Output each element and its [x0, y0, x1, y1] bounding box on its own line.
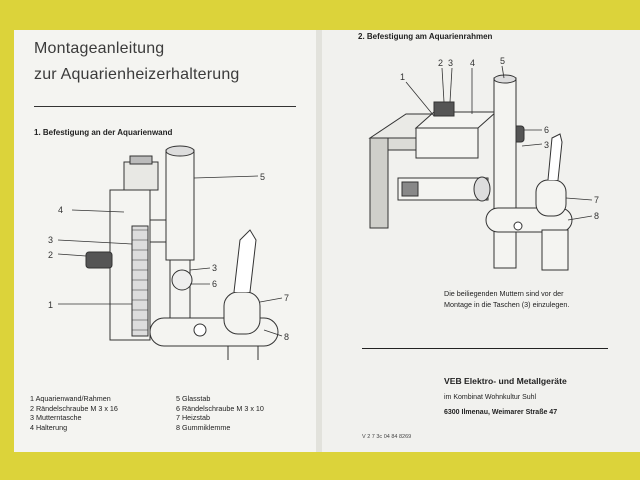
- callout-2: 2: [48, 250, 53, 260]
- company-line-2: im Kombinat Wohnkultur Suhl: [444, 394, 537, 401]
- wall-mount-diagram: 4 3 2 1 5 3 6 7 8: [48, 145, 289, 360]
- nut-pocket: [433, 101, 455, 117]
- legend-column-1: 1 Aquarienwand/Rahmen 2 Rändelschraube M…: [30, 394, 118, 432]
- company-address: 6300 Ilmenau, Weimarer Straße 47: [444, 409, 558, 416]
- legend-item: 1 Aquarienwand/Rahmen: [30, 394, 111, 403]
- callout-2: 2: [438, 58, 443, 68]
- legend-item: 6 Rändelschraube M 3 x 10: [176, 403, 264, 413]
- page-title-line-2: zur Aquarienheizerhalterung: [34, 66, 240, 83]
- legend-item: 5 Glasstab: [176, 394, 211, 403]
- callout-5: 5: [260, 172, 265, 182]
- section-heading-2: 2. Befestigung am Aquarienrahmen: [358, 32, 493, 41]
- heater: [223, 291, 261, 335]
- frame-mount-diagram: 1 2 3 4 5 6 3 7 8: [368, 56, 599, 271]
- footer-divider: [362, 348, 608, 349]
- page-title-line-1: Montageanleitung: [34, 40, 165, 57]
- small-screw: [171, 269, 193, 291]
- callout-3b: 3: [544, 140, 549, 150]
- glass-rod: [165, 149, 195, 261]
- right-page: 2. Befestigung am Aquarienrahmen: [322, 30, 640, 452]
- callout-3: 3: [448, 58, 453, 68]
- heater: [535, 179, 567, 217]
- legend-item: 4 Halterung: [30, 422, 68, 432]
- callout-5: 5: [500, 56, 505, 66]
- callout-1: 1: [48, 300, 53, 310]
- glass-rod: [493, 77, 517, 269]
- callout-4: 4: [470, 58, 475, 68]
- legend-item: 7 Heizstab: [176, 413, 210, 423]
- print-code: V 2 7 3c 04 84 8269: [362, 434, 412, 440]
- aquarium-wall: [131, 225, 149, 337]
- left-page: Montageanleitung zur Aquarienheizerhalte…: [14, 30, 316, 452]
- callout-4: 4: [58, 205, 63, 215]
- callout-1: 1: [400, 72, 405, 82]
- callout-7: 7: [594, 195, 599, 205]
- callout-3: 3: [48, 235, 53, 245]
- legend-column-2: 5 Glasstab 6 Rändelschraube M 3 x 10 7 H…: [176, 394, 264, 432]
- section-heading-1: 1. Befestigung an der Aquarienwand: [34, 128, 173, 137]
- legend-item: 3 Mutterntasche: [30, 413, 82, 423]
- callout-6: 6: [544, 125, 549, 135]
- assembly-note: Die beiliegenden Muttern sind vor der Mo…: [444, 288, 569, 310]
- legend-item: 8 Gummiklemme: [176, 422, 231, 432]
- company-name: VEB Elektro- und Metallgeräte: [444, 376, 567, 386]
- callout-3b: 3: [212, 263, 217, 273]
- thumb-screw: [85, 251, 113, 269]
- callout-8: 8: [594, 211, 599, 221]
- nut-pocket: [123, 161, 159, 191]
- note-line-2: Montage in die Taschen (3) einzulegen.: [444, 300, 570, 309]
- page-fold: [316, 30, 322, 452]
- callout-6: 6: [212, 279, 217, 289]
- callout-8: 8: [284, 332, 289, 342]
- callout-7: 7: [284, 293, 289, 303]
- note-line-1: Die beiliegenden Muttern sind vor der: [444, 289, 564, 298]
- title-divider: [34, 106, 296, 107]
- legend-item: 2 Rändelschraube M 3 x 16: [30, 403, 118, 413]
